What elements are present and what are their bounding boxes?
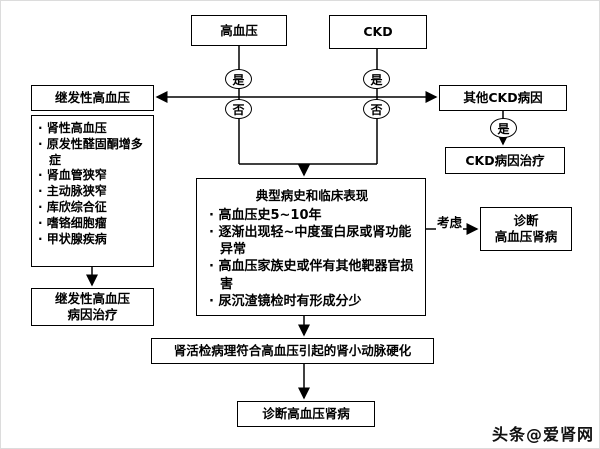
node-ckd-treatment-label: CKD病因治疗 [465,152,545,168]
secondary-cause-item: 库欣综合征 [38,200,150,216]
node-other-ckd-cause-label: 其他CKD病因 [463,90,543,106]
consider-label: 考虑 [436,212,464,231]
node-ckd-treatment: CKD病因治疗 [445,147,565,174]
node-secondary-causes-list: 肾性高血压 原发性醛固酮增多症 肾血管狭窄 主动脉狭窄 库欣综合征 嗜铬细胞瘤 … [31,115,154,267]
no-badge-ckd: 否 [363,99,390,119]
node-diagnosis-consider-line1: 诊断 [513,213,539,229]
node-final-diagnosis: 诊断高血压肾病 [237,401,375,427]
node-secondary-hypertension-label: 继发性高血压 [54,90,130,106]
yes-label: 是 [497,121,510,136]
typical-history-item: 逐渐出现轻~中度蛋白尿或肾功能异常 [209,224,415,258]
secondary-cause-item: 主动脉狭窄 [38,184,150,200]
yes-badge-ckd: 是 [363,69,390,89]
no-label: 否 [370,102,383,117]
yes-label: 是 [232,72,245,87]
node-other-ckd-cause: 其他CKD病因 [439,85,567,111]
secondary-cause-item: 肾性高血压 [38,121,150,137]
typical-history-item: 尿沉渣镜检时有形成分少 [209,293,415,310]
node-typical-history: 典型病史和临床表现 高血压史5~10年 逐渐出现轻~中度蛋白尿或肾功能异常 高血… [196,178,426,316]
watermark-toutiao: 头条@爱肾网 [491,425,594,444]
typical-history-item: 高血压家族史或伴有其他靶器官损害 [209,258,415,292]
node-ckd: CKD [329,15,427,49]
node-diagnosis-consider: 诊断 高血压肾病 [480,207,572,251]
secondary-causes-items: 肾性高血压 原发性醛固酮增多症 肾血管狭窄 主动脉狭窄 库欣综合征 嗜铬细胞瘤 … [38,121,150,248]
secondary-cause-item: 嗜铬细胞瘤 [38,216,150,232]
secondary-cause-item: 原发性醛固酮增多症 [38,137,150,169]
node-hypertension: 高血压 [191,15,287,46]
node-biopsy: 肾活检病理符合高血压引起的肾小动脉硬化 [151,338,434,364]
yes-label: 是 [370,72,383,87]
yes-badge-hypertension: 是 [225,69,252,89]
typical-history-title: 典型病史和临床表现 [255,188,369,203]
yes-badge-other-ckd: 是 [490,118,517,138]
node-biopsy-label: 肾活检病理符合高血压引起的肾小动脉硬化 [173,343,412,359]
no-label: 否 [232,102,245,117]
node-secondary-treatment: 继发性高血压 病因治疗 [31,288,154,326]
secondary-cause-item: 肾血管狭窄 [38,168,150,184]
typical-history-item: 高血压史5~10年 [209,207,415,224]
node-secondary-treatment-line1: 继发性高血压 [54,291,130,307]
typical-history-items: 高血压史5~10年 逐渐出现轻~中度蛋白尿或肾功能异常 高血压家族史或伴有其他靶… [209,207,415,310]
node-diagnosis-consider-line2: 高血压肾病 [494,229,558,244]
node-secondary-hypertension: 继发性高血压 [31,85,154,111]
node-secondary-treatment-line2: 病因治疗 [67,307,118,322]
node-ckd-label: CKD [363,24,393,40]
secondary-cause-item: 甲状腺疾病 [38,232,150,248]
node-hypertension-label: 高血压 [220,22,258,38]
node-final-diagnosis-label: 诊断高血压肾病 [262,406,350,422]
no-badge-hypertension: 否 [225,99,252,119]
